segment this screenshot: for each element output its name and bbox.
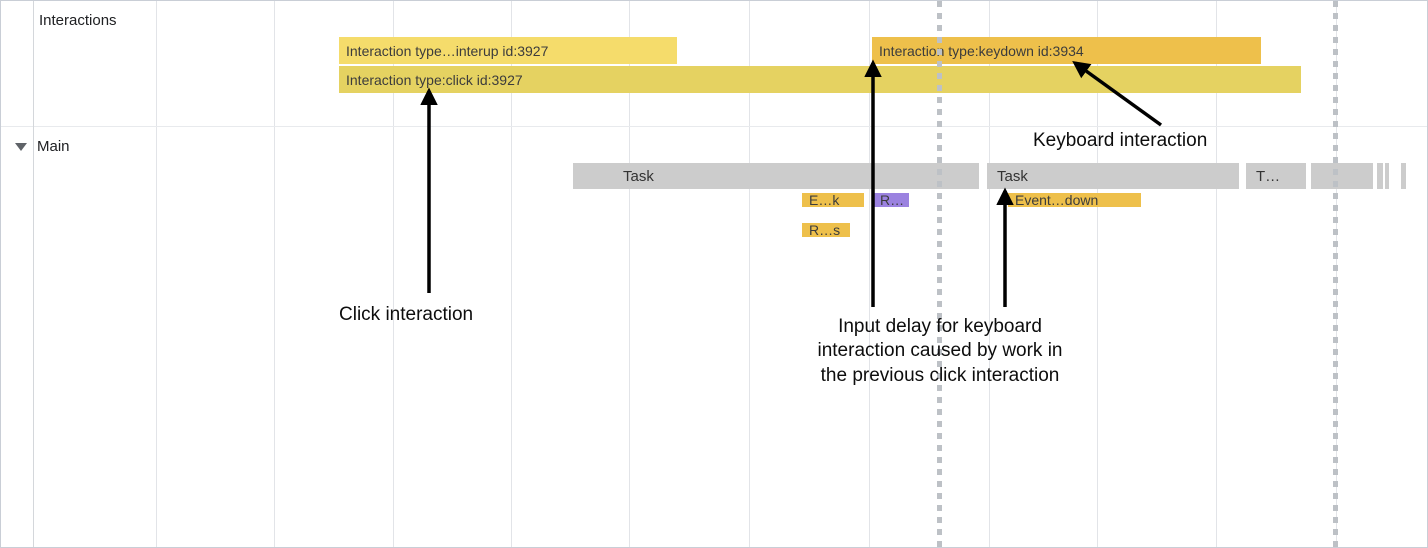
gridline xyxy=(1097,1,1098,547)
gridline xyxy=(869,1,870,547)
track-label-main[interactable]: Main xyxy=(37,138,70,155)
track-divider xyxy=(1,126,1427,127)
gridline xyxy=(393,1,394,547)
track-name-separator xyxy=(33,1,34,547)
interaction-bar[interactable]: Interaction type…interup id:3927 xyxy=(339,37,677,64)
task-bar[interactable]: Task xyxy=(987,163,1239,189)
triangle-down-icon[interactable] xyxy=(15,143,27,151)
track-label-interactions[interactable]: Interactions xyxy=(39,12,117,29)
dotted-time-marker xyxy=(1333,1,1338,547)
flame-bar-labeled[interactable]: R… xyxy=(873,193,909,207)
task-bar-unlabeled[interactable] xyxy=(1385,163,1389,189)
gridline xyxy=(274,1,275,547)
gridline xyxy=(749,1,750,547)
interaction-bar[interactable]: Interaction type:keydown id:3934 xyxy=(872,37,1261,64)
gridline xyxy=(989,1,990,547)
gridline xyxy=(156,1,157,547)
gridline xyxy=(511,1,512,547)
gridline xyxy=(1216,1,1217,547)
task-bar-unlabeled[interactable] xyxy=(869,163,979,189)
task-bar[interactable]: Task xyxy=(613,163,869,189)
annotation-keyboard-interaction: Keyboard interaction xyxy=(1033,130,1208,151)
flame-bar-labeled[interactable]: R…s xyxy=(802,223,850,237)
interaction-bar[interactable]: Interaction type:click id:3927 xyxy=(339,66,1301,93)
flame-bar-labeled[interactable]: E…k xyxy=(802,193,864,207)
task-bar-unlabeled[interactable] xyxy=(1311,163,1327,189)
task-bar-unlabeled[interactable] xyxy=(1401,163,1406,189)
task-bar-unlabeled[interactable] xyxy=(573,163,613,189)
task-bar[interactable]: T… xyxy=(1246,163,1306,189)
dotted-time-marker xyxy=(937,1,942,547)
annotation-click-interaction: Click interaction xyxy=(339,304,474,325)
flame-bar-labeled[interactable]: Event…down xyxy=(1008,193,1141,207)
annotation-input-delay: Input delay for keyboard interaction cau… xyxy=(817,316,1063,386)
gridline xyxy=(629,1,630,547)
task-bar-unlabeled[interactable] xyxy=(1377,163,1383,189)
